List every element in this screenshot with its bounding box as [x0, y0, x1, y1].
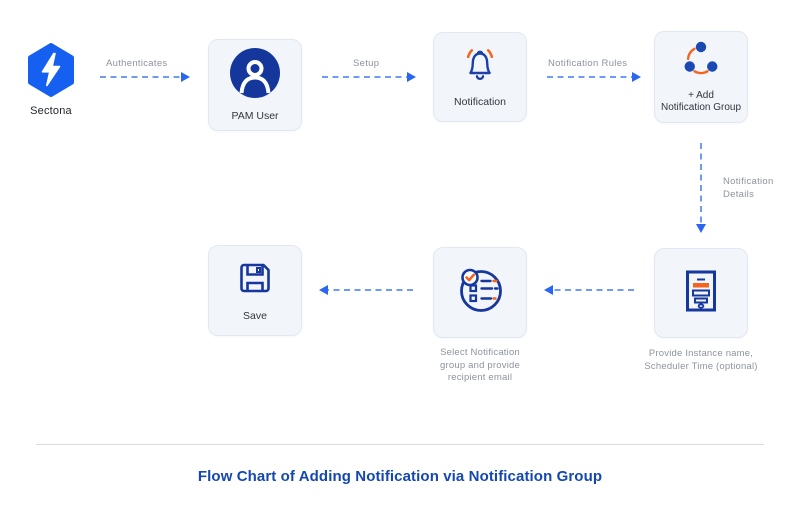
node-provide-instance: [654, 248, 748, 338]
sectona-label: Sectona: [30, 105, 72, 117]
checklist-circle-icon: [454, 265, 506, 320]
save-label: Save: [243, 310, 267, 323]
arrow-authenticates: [100, 72, 190, 82]
divider-line: [36, 444, 764, 445]
bell-icon: [460, 46, 500, 89]
arrow-select-to-save: [319, 285, 413, 295]
arrow-notification-rules: [547, 72, 641, 82]
node-select-notification-group: [433, 247, 527, 338]
node-pam-user: PAM User: [208, 39, 302, 131]
node-notification: Notification: [433, 32, 527, 122]
caption-provide-instance: Provide Instance name, Scheduler Time (o…: [644, 348, 758, 372]
page-title: Flow Chart of Adding Notification via No…: [197, 468, 603, 485]
edge-label-authenticates: Authenticates: [106, 58, 168, 69]
add-group-label: + Add Notification Group: [660, 89, 742, 113]
node-save: Save: [208, 245, 302, 336]
edge-label-notification-rules: Notification Rules: [548, 58, 628, 69]
arrow-instance-to-select: [544, 285, 634, 295]
notification-label: Notification: [454, 95, 506, 108]
user-icon: [230, 47, 280, 103]
save-floppy-icon: [235, 258, 275, 303]
edge-label-setup: Setup: [353, 58, 380, 69]
caption-select-notification-group: Select Notification group and provide re…: [440, 347, 520, 383]
form-document-icon: [683, 269, 719, 318]
sectona-logo: Sectona: [27, 43, 75, 117]
edge-label-notification-details: Notification Details: [723, 176, 774, 200]
pam-user-label: PAM User: [231, 109, 279, 122]
sectona-hexagon-bolt-icon: [27, 43, 75, 101]
arrow-setup: [322, 72, 416, 82]
group-dots-icon: [682, 41, 720, 83]
node-add-notification-group: + Add Notification Group: [654, 31, 748, 123]
arrow-notification-details: [696, 143, 706, 233]
